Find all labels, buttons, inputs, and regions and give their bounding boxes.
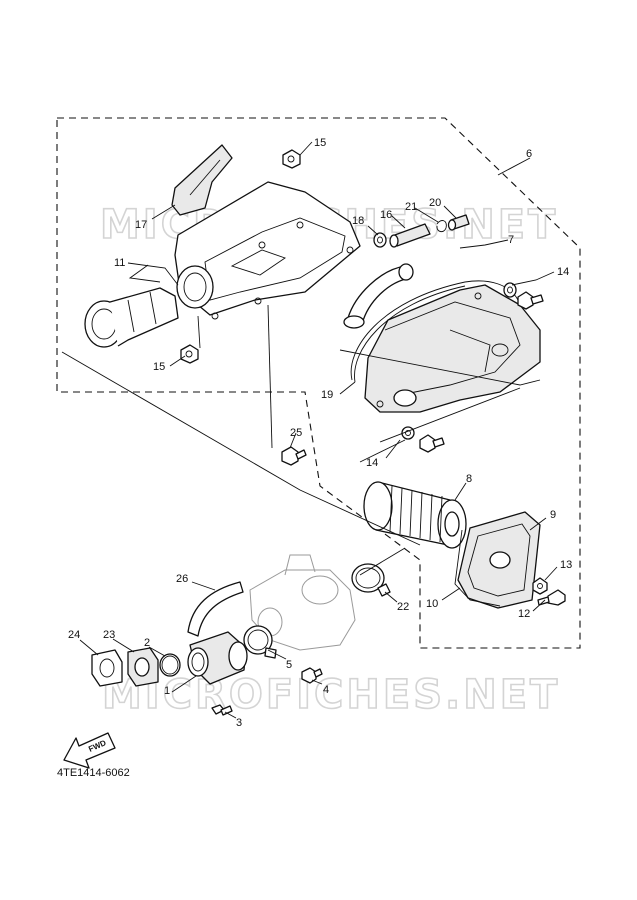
callout-16: 16	[380, 209, 392, 221]
callout-9: 9	[550, 509, 556, 521]
bolt-4	[301, 667, 323, 684]
clip-21	[436, 220, 447, 233]
callout-26: 26	[176, 573, 188, 585]
carburetor-joint-1	[187, 631, 248, 685]
leader-lines	[61, 141, 558, 719]
air-filter-element-8	[363, 481, 467, 549]
callout-2: 2	[144, 637, 150, 649]
callout-labels: 6 15 17 18 16 21 20 7 11 14 15 19 25 14 …	[68, 137, 572, 729]
bolt-14-bottom	[419, 434, 445, 453]
callout-22: 22	[397, 601, 409, 613]
callout-5: 5	[286, 659, 292, 671]
clamp-22	[351, 563, 391, 597]
bolt-14-top	[517, 291, 544, 310]
callout-13: 13	[560, 559, 572, 571]
element-cap-9	[457, 511, 541, 609]
callout-14-bottom: 14	[366, 457, 378, 469]
intake-duct-part-17	[171, 144, 233, 216]
intake-joint-part-11	[84, 287, 179, 348]
callout-10: 10	[426, 598, 438, 610]
bolt-12	[537, 589, 566, 606]
nut-15-bottom	[180, 344, 199, 364]
callout-8: 8	[466, 473, 472, 485]
callout-4: 4	[323, 684, 329, 696]
plug-20	[447, 214, 470, 231]
gasket-24	[91, 649, 123, 687]
callout-21: 21	[405, 201, 417, 213]
callout-1: 1	[164, 685, 170, 697]
collar-14-top	[503, 282, 517, 298]
nut-15-top	[282, 149, 301, 169]
callout-24: 24	[68, 629, 80, 641]
callout-25: 25	[290, 427, 302, 439]
bolt-25	[281, 446, 307, 466]
document-code: 4TE1414-6062	[57, 767, 130, 779]
callout-15-top: 15	[314, 137, 326, 149]
callout-12: 12	[518, 608, 530, 620]
callout-23: 23	[103, 629, 115, 641]
case-hose	[343, 263, 414, 329]
watermark-bottom: MICROFICHES.NET	[102, 672, 560, 718]
callout-17: 17	[135, 219, 147, 231]
callout-14-top: 14	[557, 266, 569, 278]
joint-seal-ring	[176, 265, 214, 309]
hose-26	[187, 581, 244, 637]
callout-7: 7	[508, 234, 514, 246]
callout-3: 3	[236, 717, 242, 729]
insulator-23	[127, 647, 159, 687]
callout-20: 20	[429, 197, 441, 209]
forward-direction-arrow-icon: FWD	[63, 732, 116, 769]
drain-hose-16	[389, 223, 431, 248]
callout-6: 6	[526, 148, 532, 160]
case-seal-19	[350, 280, 519, 383]
callout-11: 11	[114, 257, 125, 269]
grommet-18	[373, 232, 387, 248]
callout-15-bottom: 15	[153, 361, 165, 373]
screw-3	[211, 704, 233, 716]
clamp-5	[243, 625, 277, 659]
callout-19: 19	[321, 389, 333, 401]
assembly-boundary-outline	[56, 117, 581, 649]
air-cleaner-case-part-7	[364, 284, 541, 413]
nut-13	[532, 577, 548, 595]
o-ring-2	[159, 653, 181, 677]
callout-18: 18	[352, 215, 364, 227]
cap-seal-10	[454, 529, 501, 607]
